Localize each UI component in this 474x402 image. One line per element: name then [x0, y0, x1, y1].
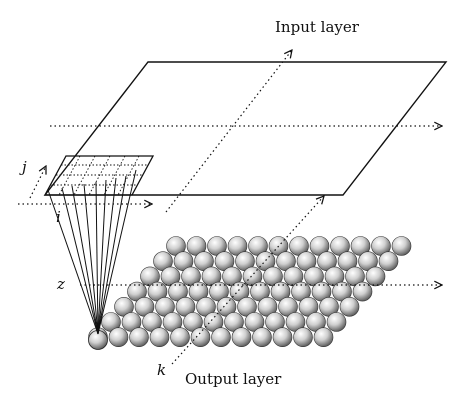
axis-lines: [18, 50, 442, 365]
neuron-sphere: [190, 327, 211, 348]
neuron-sphere: [170, 327, 190, 348]
neuron-sphere: [352, 281, 373, 302]
receptive-field: [43, 155, 155, 196]
neuron-sphere: [391, 236, 412, 256]
z-label: z: [56, 275, 65, 293]
k-axis: [171, 196, 324, 365]
connection-line: [97, 179, 107, 335]
neuron-sphere: [365, 266, 386, 287]
connection-line: [97, 175, 127, 335]
neuron-sphere: [339, 296, 360, 317]
neuron-sphere: [252, 327, 272, 348]
neuron-sphere: [211, 327, 231, 348]
connection-line: [95, 181, 99, 335]
neuron-sphere: [293, 327, 313, 348]
neuron-sphere: [129, 327, 149, 348]
j-axis: [29, 166, 46, 199]
output-layer-label: Output layer: [185, 370, 282, 388]
i-label: i: [56, 208, 61, 226]
connection-line: [47, 189, 99, 335]
connection-line: [71, 185, 99, 335]
input-vertical-axis: [165, 50, 292, 213]
neuron-sphere: [326, 312, 347, 332]
j-label: j: [19, 158, 27, 176]
neuron-sphere: [231, 327, 252, 348]
k-label: k: [157, 361, 166, 379]
neuron-sphere: [378, 251, 399, 272]
output-layer-neurons: [88, 236, 412, 350]
connection-line: [83, 183, 99, 335]
neuron-sphere: [272, 327, 293, 348]
neuron-sphere: [149, 327, 170, 348]
connection-line: [97, 169, 137, 335]
connection-line: [97, 177, 117, 335]
input-layer-plane: [43, 61, 448, 196]
neuron-sphere: [313, 327, 334, 348]
input-layer-label: Input layer: [275, 18, 360, 36]
neuron-sphere: [108, 327, 129, 348]
connection-line: [61, 187, 99, 335]
